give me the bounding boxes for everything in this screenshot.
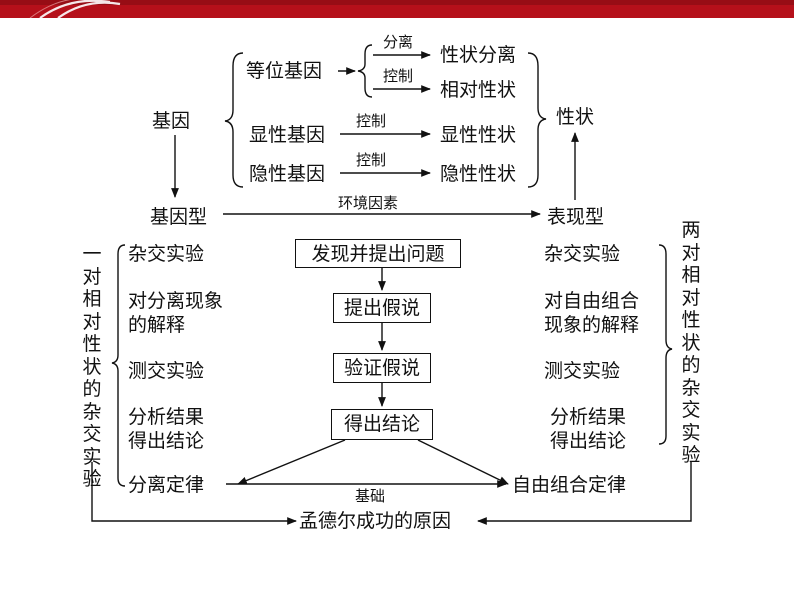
right-item-testcross: 测交实验: [544, 360, 621, 382]
recessive-trait-label: 隐性性状: [440, 163, 517, 185]
right-item-cross: 杂交实验: [544, 243, 621, 265]
basis-label: 基础: [355, 487, 386, 505]
left-item-law: 分离定律: [128, 474, 205, 496]
recessive-control-label: 控制: [356, 151, 387, 169]
relative-traits-label: 相对性状: [440, 79, 517, 101]
right-item-analyze: 分析结果: [550, 406, 627, 428]
step-find-problem: 发现并提出问题: [295, 239, 461, 268]
left-item-conclude: 得出结论: [128, 430, 205, 452]
control-label: 控制: [383, 67, 414, 85]
recessive-gene-label: 隐性基因: [249, 163, 326, 185]
step-conclude: 得出结论: [331, 409, 433, 440]
separate-label: 分离: [383, 33, 414, 51]
right-panel-title: 两对相对性状的杂交实验: [681, 219, 701, 466]
dominant-gene-label: 显性基因: [249, 124, 326, 146]
left-item-explain-2: 的解释: [128, 314, 186, 336]
left-panel-title: 一对相对性状的杂交实验: [82, 243, 102, 490]
environment-label: 环境因素: [338, 194, 399, 212]
reason-label: 孟德尔成功的原因: [299, 510, 452, 532]
trait-label: 性状: [556, 106, 595, 128]
phenotype-label: 表现型: [547, 206, 605, 228]
right-item-explain-1: 对自由组合: [544, 290, 640, 312]
allele-label: 等位基因: [246, 60, 323, 82]
step-verify: 验证假说: [333, 353, 431, 383]
right-item-conclude: 得出结论: [550, 430, 627, 452]
genotype-label: 基因型: [150, 206, 208, 228]
dominant-control-label: 控制: [356, 112, 387, 130]
gene-label: 基因: [152, 110, 191, 132]
right-item-law: 自由组合定律: [512, 474, 627, 496]
dominant-trait-label: 显性性状: [440, 124, 517, 146]
left-item-analyze: 分析结果: [128, 406, 205, 428]
left-item-cross: 杂交实验: [128, 243, 205, 265]
title-banner: [0, 0, 794, 18]
right-item-explain-2: 现象的解释: [544, 314, 640, 336]
left-item-explain-1: 对分离现象: [128, 290, 224, 312]
left-item-testcross: 测交实验: [128, 360, 205, 382]
step-hypothesis: 提出假说: [333, 293, 431, 323]
trait-separation-label: 性状分离: [440, 44, 517, 66]
